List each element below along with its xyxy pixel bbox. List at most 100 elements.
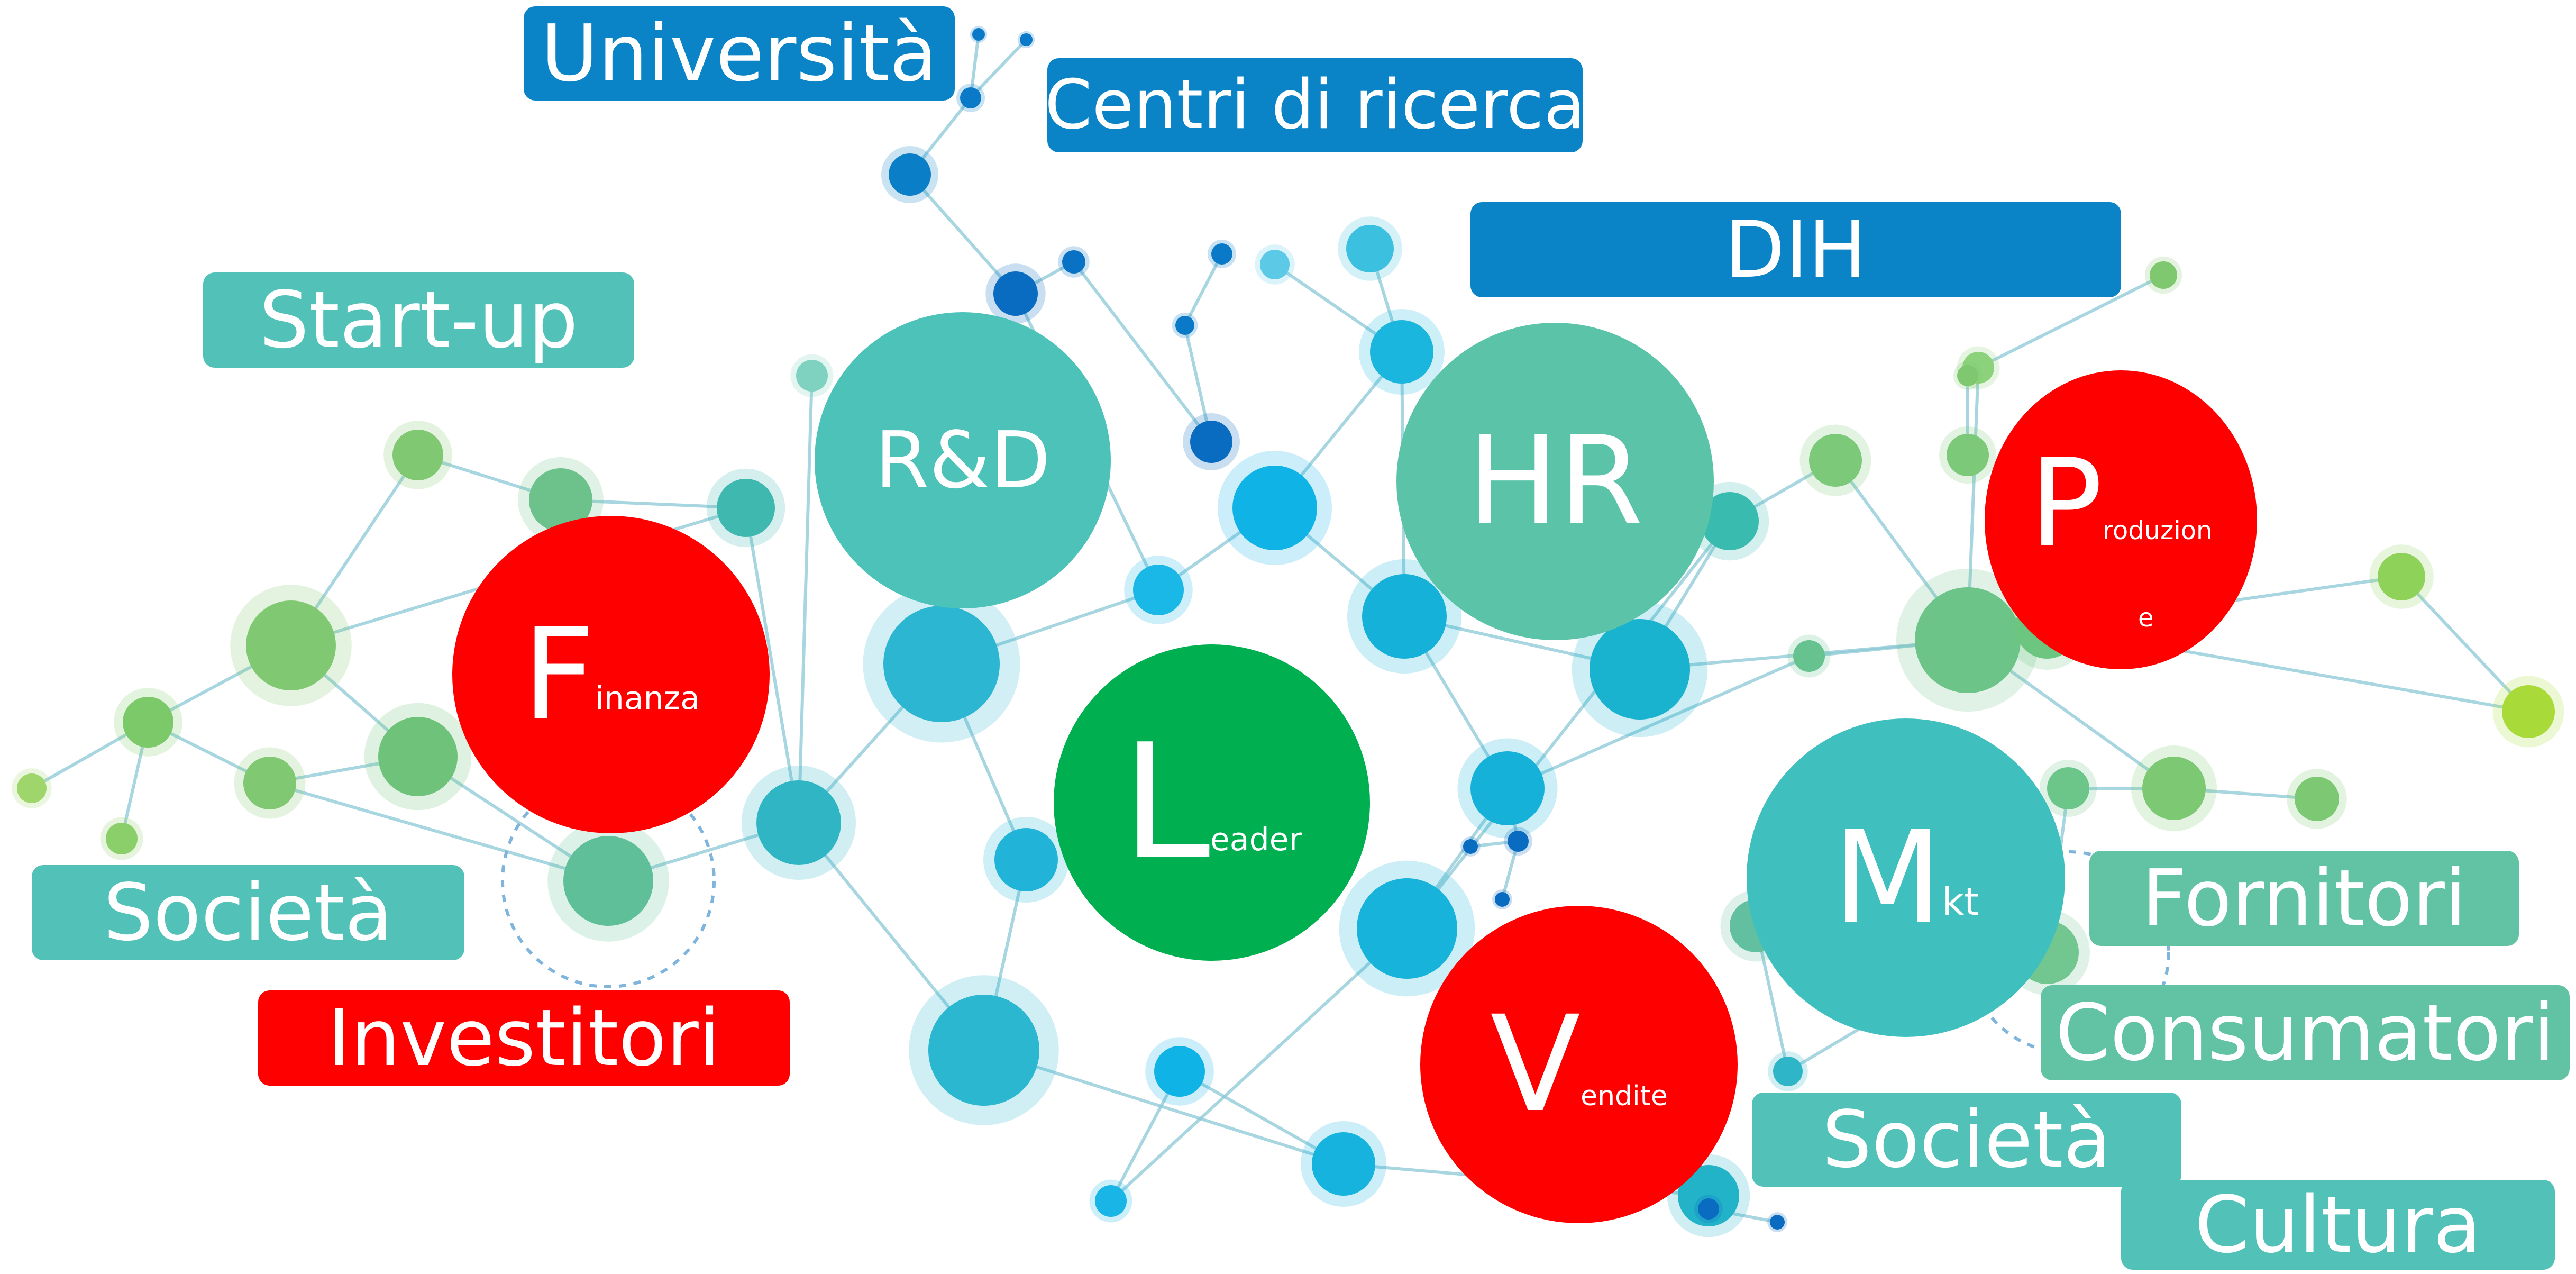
circle-leader: L eader	[1054, 644, 1370, 961]
network-node	[1175, 316, 1194, 335]
network-node	[17, 774, 47, 803]
network-node	[2047, 767, 2089, 809]
network-node	[717, 479, 775, 537]
network-node	[1495, 892, 1510, 907]
label-dih: DIH	[1470, 202, 2121, 297]
label-start-up: Start-up	[203, 272, 634, 368]
network-link	[969, 38, 1028, 99]
circle-finanza-rest: inanza	[595, 680, 700, 717]
network-node	[2502, 685, 2555, 738]
network-node	[1915, 587, 2021, 693]
network-node	[2142, 757, 2206, 820]
network-node	[378, 717, 458, 796]
circle-leader-rest: eader	[1210, 821, 1302, 858]
network-link	[1183, 253, 1223, 326]
network-node	[1947, 434, 1989, 476]
circle-mkt: M kt	[1747, 718, 2065, 1037]
label-fornitori: Fornitori	[2089, 851, 2519, 946]
circle-produzione-initial: P	[2029, 433, 2103, 575]
network-node	[392, 430, 443, 480]
network-node	[246, 600, 336, 690]
network-node	[1260, 250, 1290, 279]
network-link	[1072, 261, 1213, 443]
network-node	[1062, 250, 1085, 274]
network-node	[1370, 320, 1433, 384]
network-link	[969, 34, 980, 98]
circle-produzione: P roduzion e	[1985, 370, 2257, 669]
network-node	[1346, 225, 1394, 272]
network-node	[1133, 565, 1184, 615]
circle-hr-label: HR	[1467, 411, 1643, 552]
network-node	[1095, 1185, 1127, 1217]
label-societa-right: Società	[1752, 1093, 2181, 1187]
circle-finanza: F inanza	[452, 516, 770, 833]
network-node	[1957, 365, 1978, 386]
network-node	[994, 828, 1058, 891]
network-link	[744, 507, 800, 823]
network-node	[1020, 33, 1033, 46]
circle-rd-label: R&D	[874, 415, 1051, 506]
network-node	[1809, 434, 1862, 487]
network-node	[1698, 1198, 1719, 1220]
network-node	[1678, 1165, 1739, 1226]
network-node	[106, 823, 138, 854]
network-link	[1506, 654, 1810, 790]
circle-finanza-initial: F	[522, 600, 596, 749]
network-node	[1470, 751, 1545, 825]
network-link	[908, 174, 1017, 295]
network-node	[928, 995, 1039, 1106]
network-node	[883, 606, 1000, 722]
label-investitori: Investitori	[258, 990, 790, 1086]
network-node	[529, 468, 592, 532]
network-node	[960, 87, 981, 108]
network-node	[2378, 553, 2425, 600]
circle-produzione-rest-e: e	[2138, 603, 2154, 633]
network-node	[1773, 1057, 1803, 1086]
network-node	[1793, 640, 1825, 672]
network-link	[1405, 520, 1731, 930]
network-node	[993, 271, 1038, 316]
network-node	[1508, 831, 1529, 852]
network-link	[797, 375, 814, 823]
network-node	[1357, 878, 1457, 979]
circle-mkt-rest: kt	[1942, 879, 1979, 924]
network-node	[243, 757, 296, 809]
label-consumatori: Consumatori	[2041, 985, 2570, 1080]
label-centri-di-ricerca: Centri di ricerca	[1045, 58, 1585, 152]
network-node	[796, 360, 828, 392]
network-node	[123, 697, 173, 748]
circle-vendite-rest: endite	[1581, 1080, 1668, 1112]
circle-rd: R&D	[815, 312, 1111, 608]
network-node	[1154, 1046, 1205, 1097]
circle-vendite-initial: V	[1490, 987, 1581, 1141]
label-cultura: Cultura	[2121, 1180, 2555, 1270]
network-link	[983, 1049, 1344, 1166]
network-node	[889, 153, 931, 196]
network-node	[1701, 492, 1759, 550]
circle-mkt-initial: M	[1832, 804, 1942, 952]
circle-hr: HR	[1396, 323, 1714, 640]
network-link	[2400, 575, 2530, 713]
label-universita: Università	[524, 6, 955, 101]
circle-vendite: V endite	[1420, 906, 1738, 1223]
circle-leader-initial: L	[1121, 710, 1210, 895]
network-node	[1770, 1215, 1785, 1230]
network-node	[1362, 574, 1447, 659]
label-societa-left: Società	[32, 865, 464, 960]
network-link	[1977, 274, 2164, 369]
network-node	[1211, 243, 1232, 265]
network-link	[269, 781, 609, 882]
network-node	[1190, 421, 1232, 463]
network-orbit	[501, 774, 716, 988]
network-node	[1232, 466, 1317, 550]
network-node	[1590, 619, 1690, 720]
network-node	[1463, 839, 1478, 854]
network-node	[2295, 777, 2339, 821]
network-link	[1109, 927, 1409, 1203]
network-node	[2150, 261, 2177, 289]
circle-produzione-rest: roduzion	[2103, 515, 2213, 545]
network-node	[1312, 1132, 1375, 1196]
network-node	[972, 28, 985, 41]
network-node	[756, 780, 841, 865]
network-node	[563, 836, 653, 926]
